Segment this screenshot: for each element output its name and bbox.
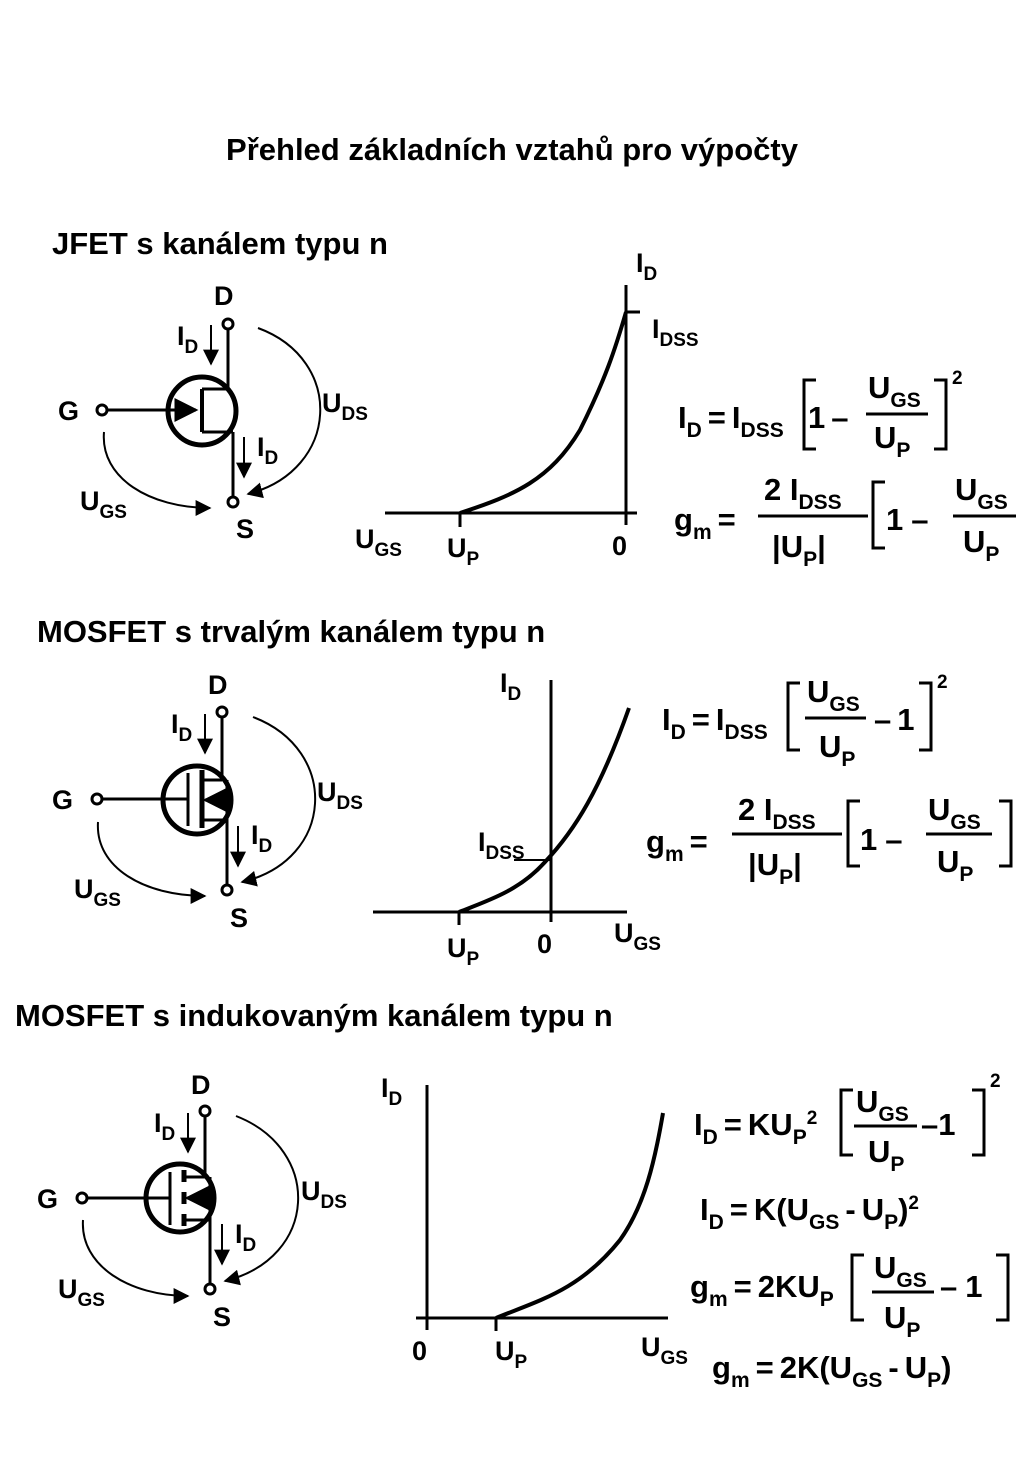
jfet-label-id-bottom: ID [257, 432, 278, 469]
mosfet-depletion-label-uds: UDS [317, 777, 363, 814]
jfet-graph-zero: 0 [612, 531, 627, 561]
mosfet-enhancement-label-s: S [213, 1302, 231, 1332]
svg-text:UGS: UGS [856, 1084, 909, 1126]
mosfet-enhancement-label-uds: UDS [301, 1176, 347, 1213]
mosfet-enhancement-label-g: G [37, 1184, 58, 1214]
mosfet-enhancement-label-ugs: UGS [58, 1274, 105, 1311]
mosfet-enhancement-graph-zero: 0 [412, 1336, 427, 1366]
mosfet-enhancement-schematic [75, 1104, 299, 1304]
section-title-jfet: JFET s kanálem typu n [52, 226, 388, 261]
mosfet-depletion-graph-axis-ugs: UGS [614, 918, 661, 955]
svg-text:UP: UP [937, 844, 973, 886]
svg-text:UGS: UGS [807, 674, 860, 716]
mosfet-enhancement-label-id-top: ID [154, 1108, 175, 1145]
svg-text:2: 2 [937, 672, 948, 693]
mosfet-depletion-graph-up: UP [447, 933, 480, 970]
jfet-graph-axis-ugs: UGS [355, 524, 402, 561]
svg-text:UGS: UGS [928, 792, 981, 834]
jfet-schematic [95, 317, 322, 516]
svg-text:2 IDSS: 2 IDSS [738, 792, 816, 834]
mosfet-depletion-label-g: G [52, 785, 73, 815]
jfet-label-id-top: ID [177, 321, 198, 358]
jfet-label-ugs: UGS [80, 486, 127, 523]
mosfet-depletion-label-ugs: UGS [74, 874, 121, 911]
jfet-graph-up: UP [447, 533, 480, 570]
jfet-graph [385, 285, 640, 527]
mosfet-enhancement-equation-id-2: ID=K(UGS-UP)2 [700, 1192, 919, 1234]
jfet-graph-idss: IDSS [652, 314, 699, 351]
svg-text:–1: –1 [921, 1107, 956, 1142]
mosfet-enhancement-graph-axis-id: ID [381, 1073, 402, 1110]
svg-text:gm=: gm= [674, 502, 736, 544]
svg-text:ID=KUP2: ID=KUP2 [694, 1107, 817, 1149]
mosfet-depletion-equation-gm: gm= 2 IDSS |UP| 1– UGS UP [646, 792, 1013, 889]
svg-text:–1: –1 [874, 702, 915, 737]
svg-text:–1: –1 [940, 1269, 983, 1304]
svg-text:2 IDSS: 2 IDSS [764, 472, 842, 514]
svg-text:1–: 1– [886, 502, 929, 537]
mosfet-depletion-label-s: S [230, 903, 248, 933]
mosfet-enhancement-equation-gm-2: gm=2K(UGS-UP) [712, 1350, 951, 1392]
mosfet-enhancement-equation-id-1: ID=KUP2 UGS UP –1 2 [694, 1071, 1001, 1176]
svg-text:UGS: UGS [955, 472, 1008, 514]
jfet-label-s: S [236, 514, 254, 544]
section-title-mosfet-enhancement: MOSFET s indukovaným kanálem typu n [15, 998, 613, 1033]
svg-text:ID=IDSS: ID=IDSS [678, 400, 784, 442]
mosfet-enhancement-label-d: D [191, 1070, 211, 1100]
svg-text:2: 2 [952, 368, 963, 389]
mosfet-depletion-label-id-top: ID [171, 709, 192, 746]
svg-text:UP: UP [884, 1300, 920, 1342]
jfet-label-g: G [58, 396, 79, 426]
mosfet-enhancement-graph-axis-ugs: UGS [641, 1332, 688, 1369]
svg-text:gm=2K(UGS-UP): gm=2K(UGS-UP) [712, 1350, 951, 1392]
svg-text:UGS: UGS [868, 370, 921, 412]
svg-text:1–: 1– [860, 822, 903, 857]
mosfet-depletion-equation-id: ID=IDSS UGS UP –1 2 [662, 672, 948, 771]
svg-text:UP: UP [874, 420, 910, 462]
jfet-equation-id: ID=IDSS 1– UGS UP 2 [678, 368, 963, 462]
svg-text:|UP|: |UP| [772, 529, 826, 571]
mosfet-depletion-graph-idss: IDSS [478, 827, 525, 864]
mosfet-depletion-graph-axis-id: ID [500, 668, 521, 705]
svg-text:2: 2 [990, 1071, 1001, 1092]
mosfet-depletion-schematic [90, 705, 316, 904]
svg-text:gm=: gm= [646, 824, 708, 866]
page-title: Přehled základních vztahů pro výpočty [226, 132, 798, 167]
mosfet-enhancement-equation-gm-1: gm=2KUP UGS UP –1 [690, 1250, 1010, 1342]
svg-text:UGS: UGS [874, 1250, 927, 1292]
svg-text:|UP|: |UP| [748, 847, 802, 889]
jfet-equation-gm: gm= 2 IDSS |UP| 1– UGS UP [674, 472, 1016, 571]
mosfet-enhancement-graph [416, 1085, 668, 1331]
mosfet-depletion-label-id-bottom: ID [251, 820, 272, 857]
mosfet-enhancement-label-id-bottom: ID [235, 1219, 256, 1256]
svg-text:gm=2KUP: gm=2KUP [690, 1269, 834, 1311]
mosfet-depletion-graph [373, 680, 631, 925]
svg-text:ID=IDSS: ID=IDSS [662, 702, 768, 744]
jfet-label-d: D [214, 281, 234, 311]
svg-text:UP: UP [868, 1134, 904, 1176]
mosfet-depletion-graph-zero: 0 [537, 929, 552, 959]
svg-text:ID=K(UGS-UP)2: ID=K(UGS-UP)2 [700, 1192, 919, 1234]
svg-text:1–: 1– [808, 400, 849, 435]
jfet-graph-axis-id: ID [636, 248, 657, 285]
svg-text:UP: UP [819, 729, 855, 771]
section-title-mosfet-depletion: MOSFET s trvalým kanálem typu n [37, 614, 546, 649]
mosfet-depletion-label-d: D [208, 670, 228, 700]
mosfet-enhancement-graph-up: UP [495, 1336, 528, 1373]
svg-text:UP: UP [963, 524, 999, 566]
jfet-label-uds: UDS [322, 388, 368, 425]
